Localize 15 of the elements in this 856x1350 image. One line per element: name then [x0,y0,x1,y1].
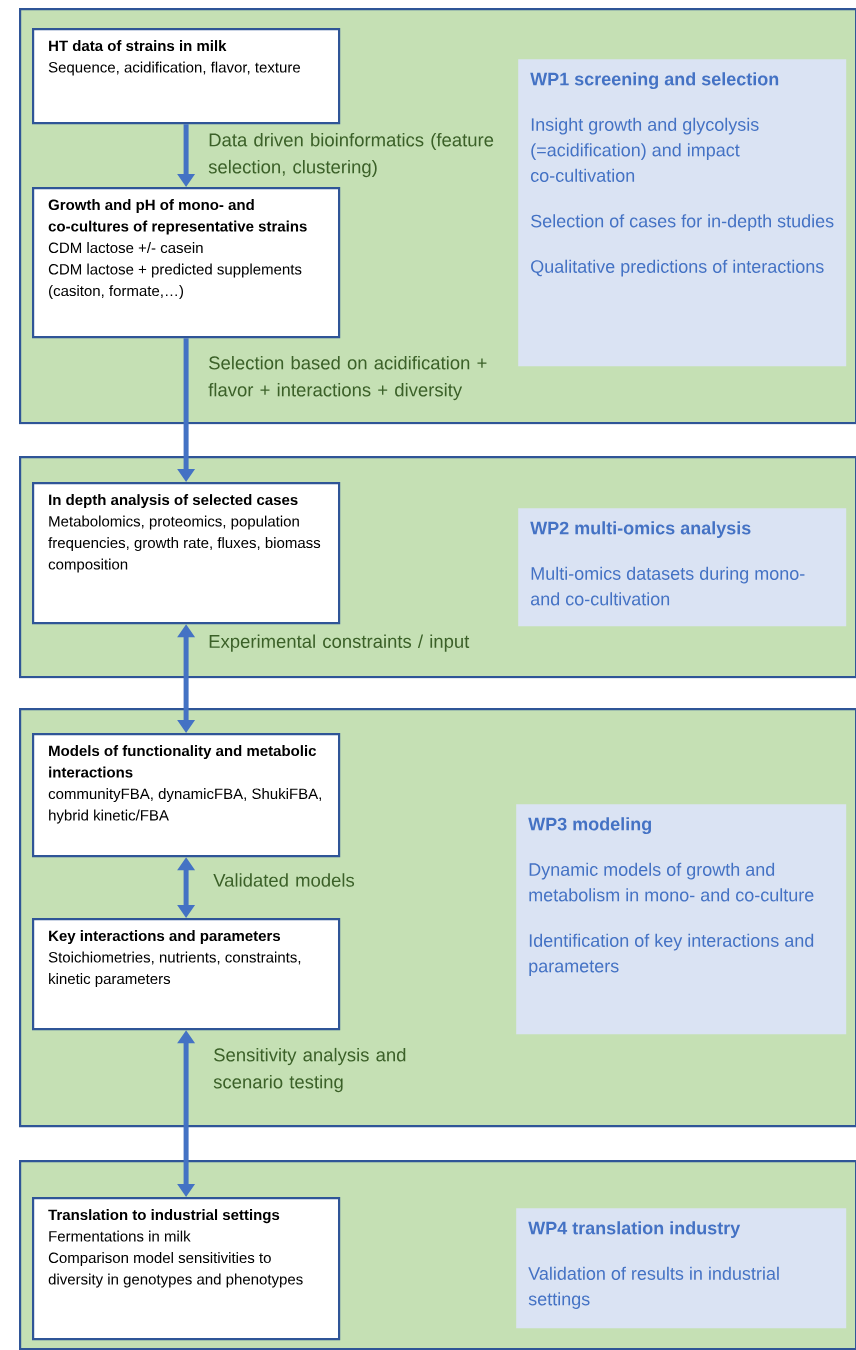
process-box: Models of functionality and metabolic interactions communityFBA, dynamicFBA, ShukiFBA, hybrid kinetic/FBA [32,733,341,858]
process-box: Growth and pH of mono- and co-cultures of representative strains CDM lactose +/- casein CDM lactose + predicted supplements (casiton, formate,…) [32,187,341,339]
summary-box: WP3 modeling Dynamic models of growth and metabolism in mono- and co-culture Identification of key interactions and parameters [516,804,847,1035]
summary-box: WP1 screening and selection Insight growth and glycolysis (=acidification) and impact co-cultivation Selection of cases for in-depth studies Qualitative predictions of interactions [518,59,847,367]
edge-label: Selection based on acidification + flavor + interactions + diversity [208,355,487,401]
process-box: HT data of strains in milk Sequence, acidification, flavor, texture [32,28,341,125]
edge-label: Validated models [213,873,355,887]
summary-box: WP4 translation industry Validation of results in industrial settings [516,1208,847,1329]
edge-label: Sensitivity analysis and scenario testing [213,1047,406,1093]
process-box: In depth analysis of selected cases Metabolomics, proteomics, population frequencies, growth rate, fluxes, biomass composition [32,482,341,625]
process-box: Key interactions and parameters Stoichiometries, nutrients, constraints, kinetic parameters [32,918,341,1031]
edge-label: Data driven bioinformatics (feature selection, clustering) [208,132,494,178]
edge-label: Experimental constraints / input [209,634,470,652]
summary-box: WP2 multi-omics analysis Multi-omics datasets during mono- and co-cultivation [518,508,847,627]
process-box: Translation to industrial settings Fermentations in milk Comparison model sensitivities to diversity in genotypes and phenotypes [32,1197,341,1341]
